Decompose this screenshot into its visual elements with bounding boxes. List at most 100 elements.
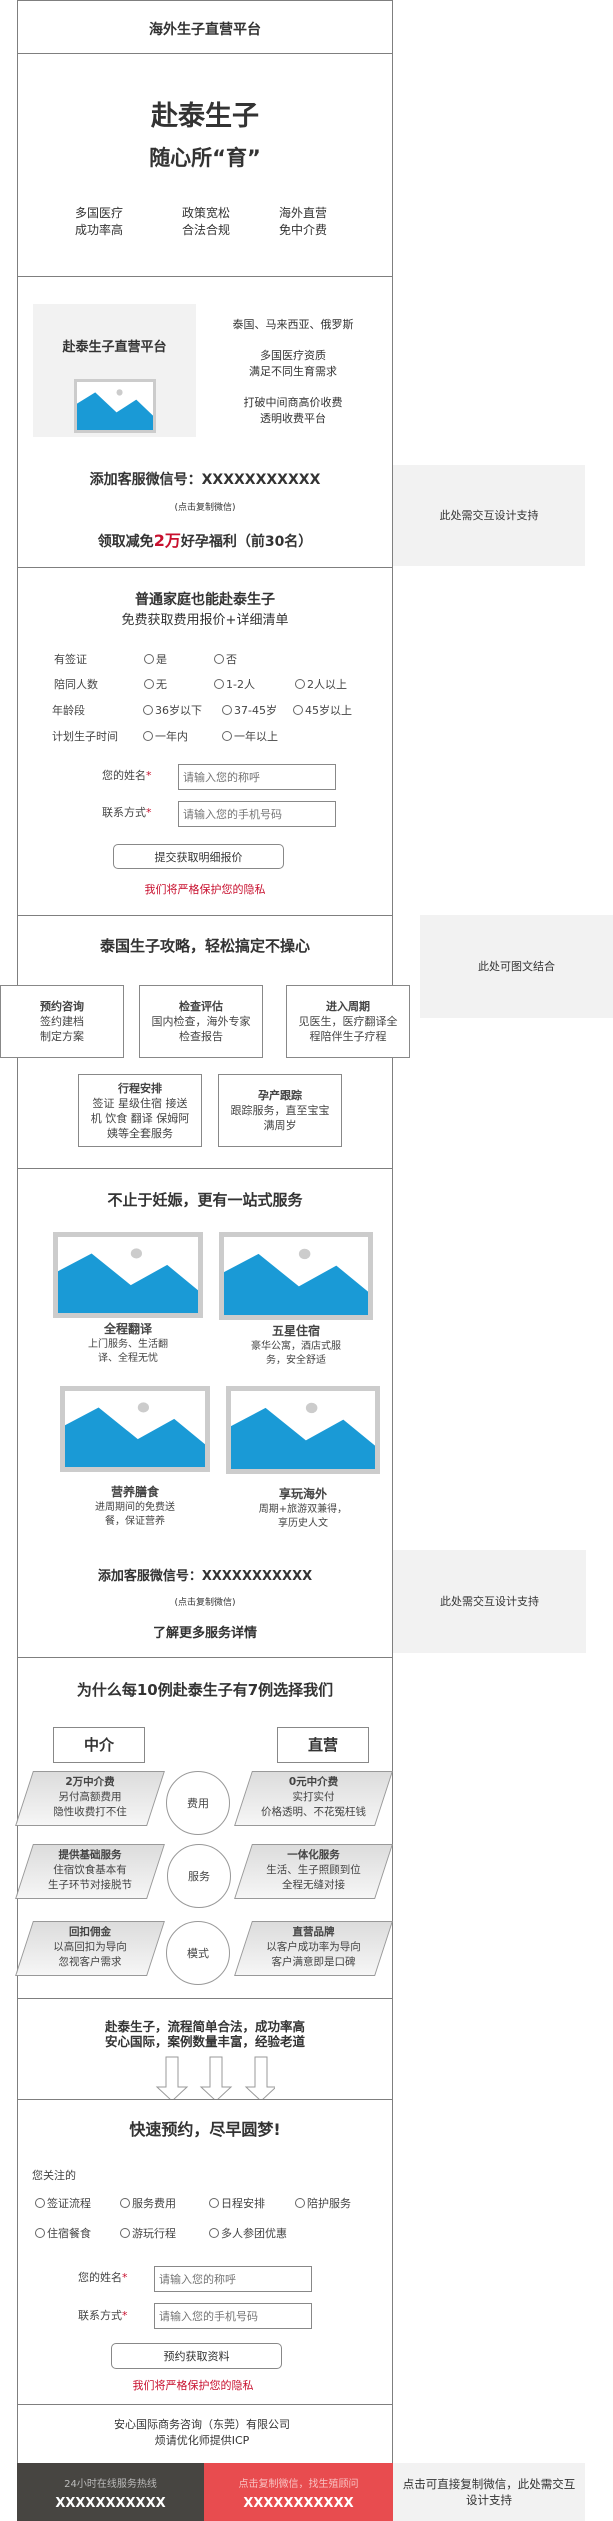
point-title: 提供基础服务: [58, 1849, 122, 1861]
feature-line: 多国医疗: [74, 206, 123, 220]
required-mark: *: [122, 2271, 128, 2284]
privacy-text: 我们将严格保护您的隐私: [144, 883, 266, 896]
form-title: 普通家庭也能赴泰生子: [135, 592, 275, 608]
step-title: 进入周期: [326, 1000, 370, 1013]
required-mark: *: [146, 806, 152, 819]
radio-label: 否: [226, 653, 237, 666]
contact-label-text: 联系方式: [78, 2309, 122, 2322]
radio-option[interactable]: 36岁以下: [143, 702, 202, 718]
question-label: 有签证: [54, 653, 87, 666]
interest-option[interactable]: 签证流程: [35, 2195, 91, 2211]
point-desc: 隐性收费打不住: [53, 1806, 127, 1818]
step-title: 行程安排: [118, 1081, 162, 1095]
submit-booking-button[interactable]: 预约获取资料: [111, 2343, 282, 2369]
name-input[interactable]: [178, 764, 336, 790]
step-desc: 姨等全套服务: [107, 1126, 173, 1140]
hero-feature: 海外直营免中介费: [273, 205, 333, 239]
radio-label: 无: [156, 678, 167, 691]
step-title: 孕产跟踪: [258, 1089, 302, 1102]
copy-wechat-button[interactable]: 点击复制微信，找生殖顾问 XXXXXXXXXXX: [204, 2463, 393, 2521]
radio-option[interactable]: 37-45岁: [222, 702, 277, 718]
interest-option[interactable]: 陪护服务: [295, 2195, 351, 2211]
privacy-text: 我们将严格保护您的隐私: [132, 2379, 254, 2392]
services-title: 不止于妊娠，更有一站式服务: [107, 1191, 303, 1209]
footer-text: 安心国际商务咨询（东莞）有限公司烦请优化师提供ICP: [18, 2417, 392, 2449]
intro-point: 透明收费平台: [260, 412, 326, 425]
radio-option[interactable]: 45岁以上: [293, 702, 352, 718]
intro-section: 赴泰生子直营平台 泰国、马来西亚、俄罗斯 多国医疗资质 满足不同生育需求 打破中…: [17, 276, 393, 568]
name-input[interactable]: [154, 2266, 312, 2292]
radio-icon: [35, 2198, 45, 2208]
wechat-id[interactable]: 添加客服微信号：XXXXXXXXXXX: [97, 1569, 313, 1584]
step-desc: 签证 星级住宿 接送: [92, 1096, 188, 1110]
booking-title: 快速预约，尽早圆梦!: [129, 2120, 281, 2139]
intro-image-block: 赴泰生子直营平台: [33, 304, 196, 437]
image-placeholder-icon: [226, 1386, 380, 1474]
interest-option[interactable]: 日程安排: [209, 2195, 265, 2211]
interest-option[interactable]: 游玩行程: [120, 2225, 176, 2241]
point-title: 直营品牌: [292, 1926, 335, 1938]
name-label: 您的姓名*: [102, 767, 152, 783]
service-desc: 周期+旅游双兼得，: [258, 1504, 348, 1515]
feature-line: 成功率高: [74, 223, 123, 237]
radio-icon: [143, 731, 153, 741]
slogan-line: 赴泰生子，流程简单合法，成功率高: [104, 2019, 305, 2034]
question-label: 计划生子时间: [52, 730, 118, 743]
company-name: 安心国际商务咨询（东莞）有限公司: [114, 2418, 290, 2431]
copy-hint[interactable]: (点击复制微信): [174, 1598, 236, 1608]
direct-point: 一体化服务生活、生子照顾到位全程无缝对接: [234, 1844, 393, 1899]
required-mark: *: [122, 2309, 128, 2322]
radio-option[interactable]: 是: [144, 651, 167, 667]
image-placeholder-icon: [219, 1232, 373, 1320]
service-caption: 享玩海外周期+旅游双兼得，享历史人文: [226, 1487, 380, 1531]
hotline-button[interactable]: 24小时在线服务热线 XXXXXXXXXXX: [17, 2463, 204, 2521]
point-title: 一体化服务: [287, 1849, 340, 1861]
step-desc: 见医生，医疗翻译全: [298, 1015, 398, 1028]
interest-option[interactable]: 服务费用: [120, 2195, 176, 2211]
interest-option[interactable]: 住宿餐食: [35, 2225, 91, 2241]
compare-title: 为什么每10例赴泰生子有7例选择我们: [76, 1681, 334, 1699]
submit-quote-button[interactable]: 提交获取明细报价: [113, 844, 284, 869]
step-desc: 制定方案: [40, 1030, 84, 1043]
service-desc: 餐，保证营养: [105, 1516, 165, 1527]
wechat-id[interactable]: 添加客服微信号：XXXXXXXXXXX: [89, 472, 321, 488]
contact-input[interactable]: [154, 2303, 312, 2329]
direct-point: 0元中介费实打实付价格透明、不花冤枉钱: [234, 1771, 393, 1826]
copy-hint[interactable]: (点击复制微信): [174, 503, 236, 513]
hero-subtitle: 随心所“育”: [149, 146, 261, 170]
intro-points: 泰国、马来西亚、俄罗斯 多国医疗资质 满足不同生育需求 打破中间商高价收费 透明…: [198, 317, 388, 427]
option-label: 签证流程: [47, 2197, 91, 2210]
step-desc: 检查报告: [179, 1030, 223, 1043]
intro-point: 打破中间商高价收费: [243, 396, 343, 409]
question-label: 陪同人数: [54, 678, 98, 691]
radio-option[interactable]: 无: [144, 676, 167, 692]
radio-option[interactable]: 一年以上: [222, 728, 278, 744]
radio-icon: [209, 2228, 219, 2238]
image-icon: [77, 382, 153, 430]
radio-icon: [35, 2228, 45, 2238]
point-desc: 实打实付: [292, 1791, 335, 1803]
topic-circle: 模式: [166, 1921, 230, 1985]
radio-option[interactable]: 一年内: [143, 728, 188, 744]
required-mark: *: [146, 769, 152, 782]
interest-option[interactable]: 多人参团优惠: [209, 2225, 287, 2241]
name-label-text: 您的姓名: [102, 769, 146, 782]
radio-label: 36岁以下: [155, 704, 202, 717]
radio-icon: [120, 2198, 130, 2208]
hero-feature: 多国医疗成功率高: [69, 205, 129, 239]
point-desc: 全程无缝对接: [282, 1879, 345, 1891]
radio-label: 1-2人: [226, 678, 255, 691]
promo-prefix: 领取减免: [97, 534, 154, 550]
service-desc: 务，安全舒适: [266, 1355, 326, 1366]
radio-option[interactable]: 1-2人: [214, 676, 255, 692]
service-title: 全程翻译: [103, 1322, 152, 1336]
radio-option[interactable]: 否: [214, 651, 237, 667]
contact-input[interactable]: [178, 801, 336, 827]
guide-step: 孕产跟踪跟踪服务，直至宝宝满周岁: [218, 1074, 342, 1147]
radio-option[interactable]: 2人以上: [295, 676, 347, 692]
more-services-link[interactable]: 了解更多服务详情: [152, 1626, 257, 1641]
slogan-line: 安心国际，案例数量丰富，经验老道: [104, 2034, 305, 2049]
radio-icon: [222, 705, 232, 715]
wechat-number: XXXXXXXXXXX: [243, 2496, 354, 2511]
step-title: 检查评估: [179, 1000, 223, 1013]
